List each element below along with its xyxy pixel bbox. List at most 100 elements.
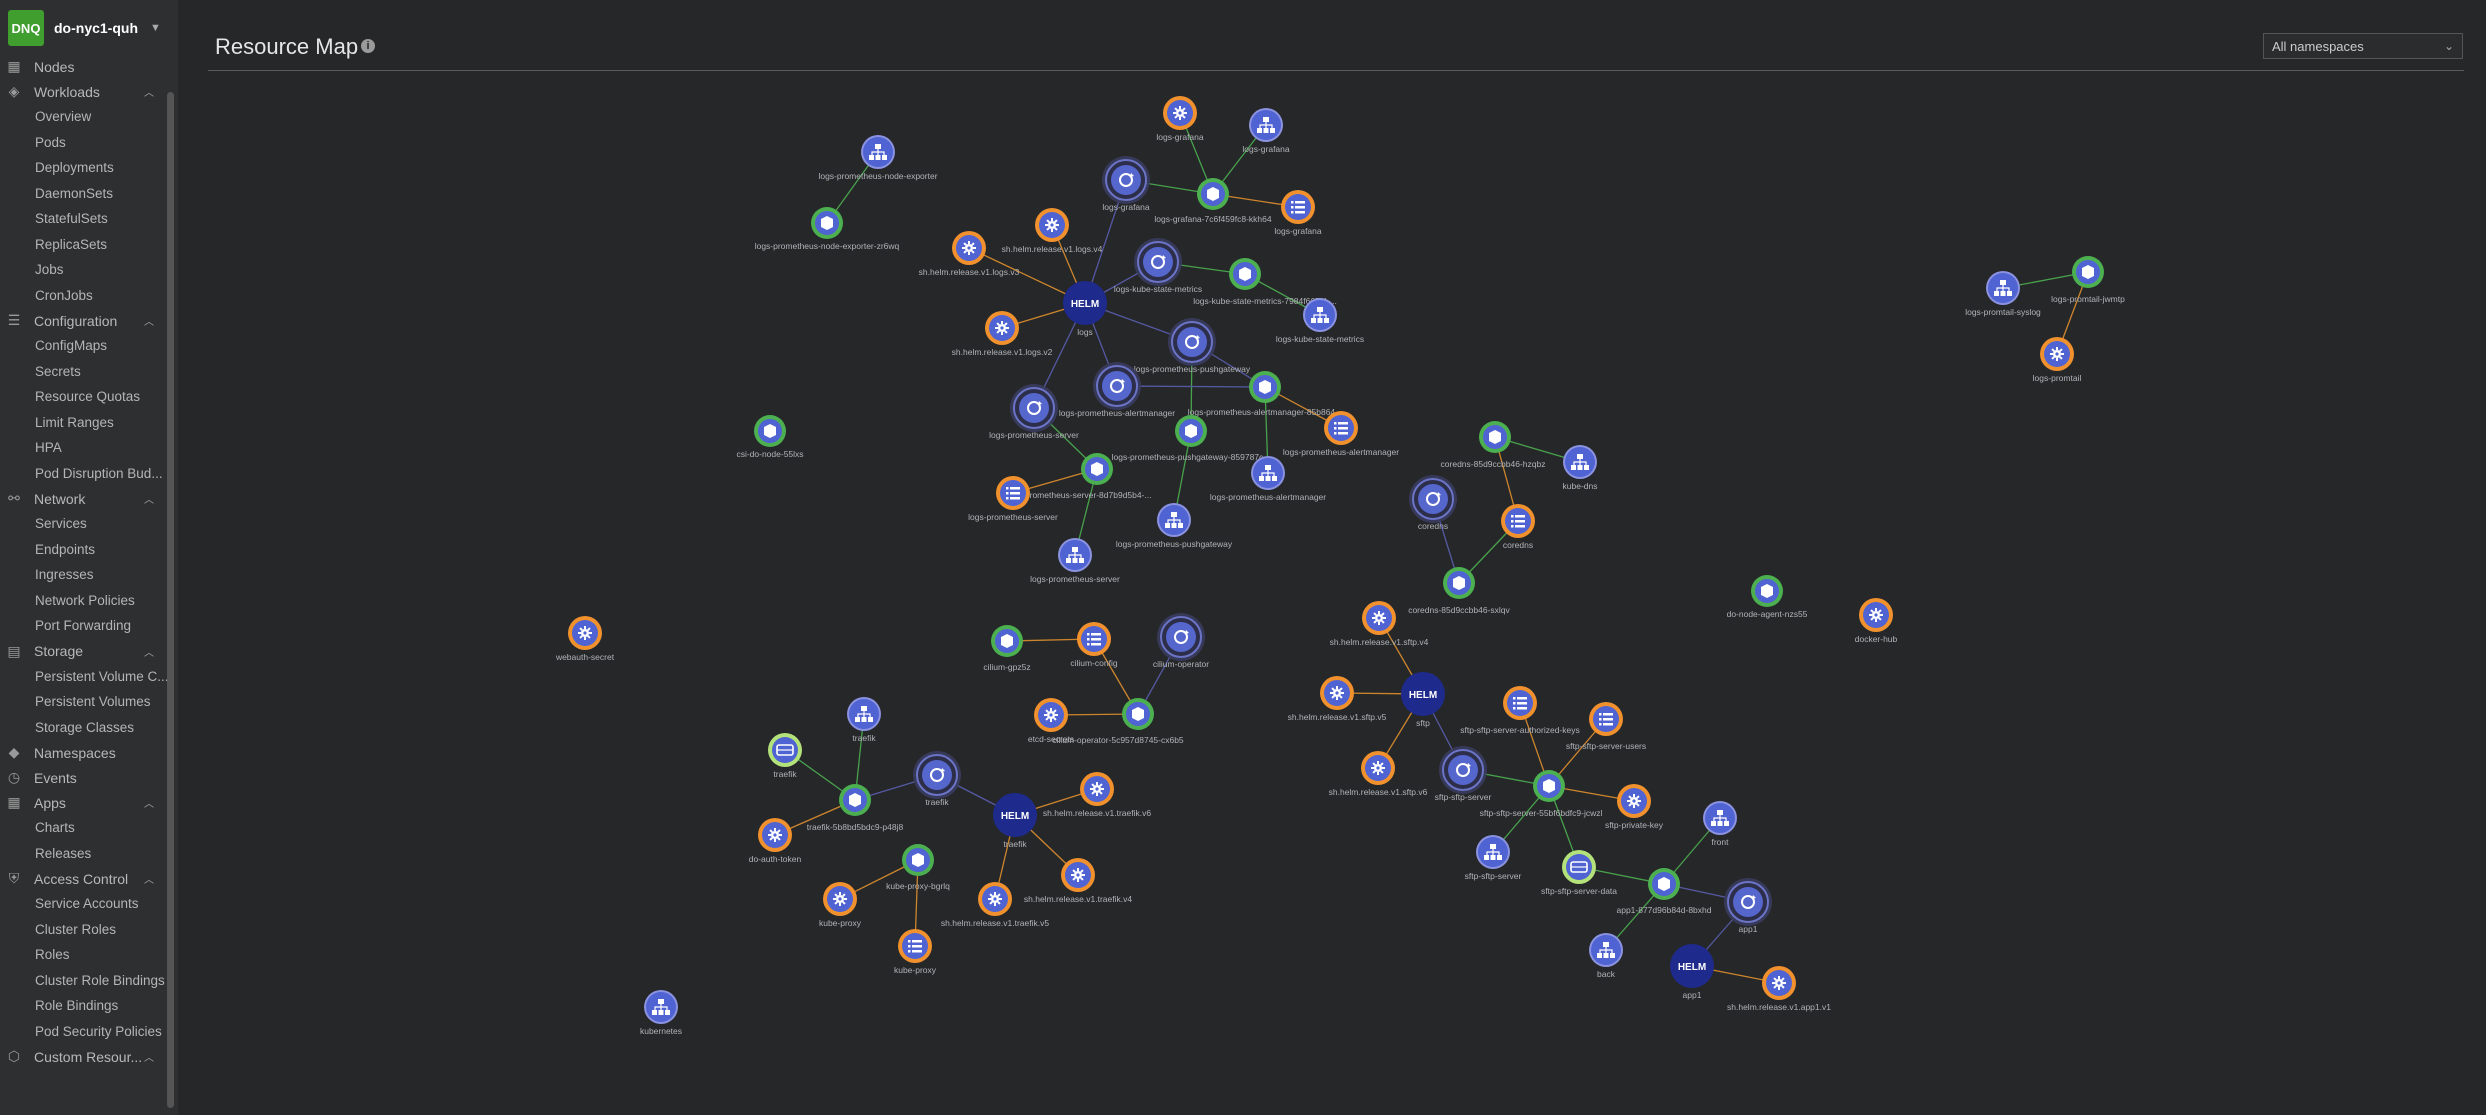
graph-node-configmap[interactable]: logs-prometheus-server (968, 476, 1058, 522)
graph-node-configmap[interactable]: sftp-sftp-server-authorized-keys (1460, 686, 1580, 735)
sidebar-group-apps[interactable]: ▦Apps︿ (0, 790, 178, 815)
graph-node-configmap[interactable]: cilium-config (1070, 622, 1118, 668)
graph-node-pod[interactable]: coredns-85d9ccbb46-hzqbz (1441, 421, 1546, 469)
sidebar-item-charts[interactable]: Charts (35, 820, 75, 836)
graph-node-service[interactable]: logs-prometheus-node-exporter (818, 135, 938, 181)
graph-node-secret[interactable]: kube-proxy (819, 882, 862, 928)
cluster-switcher[interactable]: DNQ do-nyc1-quh ▼ (0, 0, 178, 56)
graph-node-configmap[interactable]: sftp-sftp-server-users (1566, 702, 1646, 751)
graph-node-deployment[interactable]: logs-prometheus-alertmanager (1059, 362, 1175, 418)
sidebar-item-roles[interactable]: Roles (35, 947, 70, 963)
sidebar-item-replicasets[interactable]: ReplicaSets (35, 236, 108, 252)
graph-node-pod[interactable]: logs-promtail-jwmtp (2051, 256, 2125, 304)
sidebar-item-pod-disruption-bud[interactable]: Pod Disruption Bud... (35, 465, 163, 481)
graph-node-secret[interactable]: sh.helm.release.v1.logs.v2 (952, 311, 1053, 357)
sidebar-item-hpa[interactable]: HPA (35, 440, 62, 456)
sidebar-group-access-control[interactable]: ⛨Access Control︿ (0, 866, 178, 891)
graph-node-service[interactable]: kubernetes (640, 990, 682, 1036)
graph-node-secret[interactable]: sh.helm.release.v1.traefik.v6 (1043, 772, 1151, 818)
graph-node-pod[interactable]: traefik-5b8bd5bdc9-p48j8 (807, 784, 904, 832)
graph-node-pod[interactable]: logs-prometheus-alertmanager-85b864... (1188, 371, 1343, 417)
sidebar-item-pods[interactable]: Pods (35, 134, 66, 150)
sidebar-item-pod-security-policies[interactable]: Pod Security Policies (35, 1023, 162, 1039)
graph-node-pod[interactable]: sftp-sftp-server-55bf6bdfc9-jcwzl (1480, 770, 1603, 818)
sidebar-item-releases[interactable]: Releases (35, 845, 92, 861)
graph-node-secret[interactable]: webauth-secret (555, 616, 615, 662)
graph-node-service[interactable]: logs-promtail-syslog (1965, 271, 2041, 317)
graph-node-service[interactable]: logs-prometheus-pushgateway (1116, 503, 1233, 549)
graph-node-pvc[interactable]: sftp-sftp-server-data (1541, 850, 1617, 896)
sidebar-group-network[interactable]: ⚯Network︿ (0, 486, 178, 511)
graph-node-deployment[interactable]: sftp-sftp-server (1435, 746, 1492, 802)
sidebar-item-cluster-roles[interactable]: Cluster Roles (35, 921, 117, 937)
graph-node-secret[interactable]: logs-promtail (2033, 337, 2082, 383)
graph-node-pod[interactable]: do-node-agent-nzs55 (1727, 575, 1808, 619)
graph-node-secret[interactable]: logs-grafana (1156, 96, 1204, 142)
graph-node-pod[interactable]: logs-prometheus-node-exporter-zr6wq (755, 207, 900, 251)
sidebar-item-service-accounts[interactable]: Service Accounts (35, 896, 139, 912)
graph-node-pod[interactable]: logs-grafana-7c6f459fc8-kkh64 (1154, 178, 1272, 224)
sidebar-item-statefulsets[interactable]: StatefulSets (35, 211, 108, 227)
graph-node-service[interactable]: logs-grafana (1242, 108, 1290, 154)
sidebar-item-cronjobs[interactable]: CronJobs (35, 287, 93, 303)
graph-node-secret[interactable]: sh.helm.release.v1.logs.v4 (1002, 208, 1103, 254)
sidebar-group-workloads[interactable]: ◈Workloads︿ (0, 79, 178, 104)
graph-node-pod[interactable]: logs-prometheus-server-8d7b9d5b4-... (1006, 453, 1152, 500)
graph-node-deployment[interactable]: logs-grafana (1102, 156, 1150, 212)
sidebar-item-overview[interactable]: Overview (35, 109, 92, 125)
sidebar-group-custom-resour[interactable]: ⬡Custom Resour...︿ (0, 1044, 178, 1069)
sidebar-item-cluster-role-bindings[interactable]: Cluster Role Bindings (35, 972, 165, 988)
graph-node-deployment[interactable]: logs-prometheus-pushgateway (1134, 318, 1251, 374)
sidebar-item-configmaps[interactable]: ConfigMaps (35, 338, 108, 354)
graph-node-pod[interactable]: app1-877d96b84d-8bxhd (1616, 868, 1712, 915)
graph-node-secret[interactable]: sh.helm.release.v1.sftp.v5 (1288, 676, 1387, 722)
graph-node-secret[interactable]: sftp-private-key (1605, 784, 1664, 830)
sidebar-scrollbar[interactable] (167, 92, 174, 1108)
sidebar-item-limit-ranges[interactable]: Limit Ranges (35, 414, 114, 430)
sidebar-group-namespaces[interactable]: ◆Namespaces (0, 740, 178, 765)
graph-node-pod[interactable]: kube-proxy-bgrlq (886, 844, 950, 891)
graph-node-service[interactable]: traefik (847, 697, 881, 743)
graph-node-deployment[interactable]: cilium-operator (1153, 613, 1209, 669)
graph-node-service[interactable]: logs-prometheus-server (1030, 538, 1120, 584)
graph-node-deployment[interactable]: logs-kube-state-metrics (1114, 238, 1202, 294)
sidebar-item-role-bindings[interactable]: Role Bindings (35, 998, 119, 1014)
sidebar-item-persistent-volume-c[interactable]: Persistent Volume C... (35, 668, 169, 684)
graph-node-pod[interactable]: coredns-85d9ccbb46-sxlqv (1408, 567, 1511, 615)
sidebar-item-daemonsets[interactable]: DaemonSets (35, 185, 114, 201)
sidebar-item-secrets[interactable]: Secrets (35, 363, 81, 379)
sidebar-item-deployments[interactable]: Deployments (35, 160, 114, 176)
sidebar-group-storage[interactable]: ▤Storage︿ (0, 639, 178, 664)
graph-node-configmap[interactable]: coredns (1501, 504, 1535, 550)
sidebar-item-services[interactable]: Services (35, 516, 87, 532)
graph-node-deployment[interactable]: coredns (1409, 475, 1457, 531)
graph-node-pod[interactable]: cilium-operator-5c957d8745-cx6b5 (1052, 698, 1184, 745)
graph-node-service[interactable]: front (1703, 801, 1737, 847)
graph-node-secret[interactable]: do-auth-token (749, 818, 802, 864)
graph-node-deployment[interactable]: traefik (913, 751, 961, 807)
graph-node-secret[interactable]: etcd-secrets (1028, 698, 1074, 744)
graph-node-pvc[interactable]: traefik (768, 733, 802, 779)
graph-node-service[interactable]: sftp-sftp-server (1465, 835, 1522, 881)
sidebar-group-events[interactable]: ◷Events (0, 765, 178, 790)
info-icon[interactable]: i (361, 39, 375, 53)
graph-node-secret[interactable]: sh.helm.release.v1.traefik.v5 (941, 882, 1049, 928)
graph-node-secret[interactable]: sh.helm.release.v1.sftp.v6 (1329, 751, 1428, 797)
sidebar-item-network-policies[interactable]: Network Policies (35, 592, 135, 608)
graph-node-configmap[interactable]: logs-prometheus-alertmanager (1283, 411, 1399, 457)
graph-node-secret[interactable]: sh.helm.release.v1.traefik.v4 (1024, 858, 1132, 904)
graph-node-service[interactable]: logs-kube-state-metrics (1276, 298, 1364, 344)
graph-node-configmap[interactable]: kube-proxy (894, 929, 937, 975)
graph-node-pod[interactable]: logs-kube-state-metrics-7984f667f4-... (1193, 258, 1337, 306)
graph-node-configmap[interactable]: logs-grafana (1274, 190, 1322, 236)
graph-node-secret[interactable]: sh.helm.release.v1.app1.v1 (1727, 966, 1831, 1012)
sidebar-item-port-forwarding[interactable]: Port Forwarding (35, 618, 132, 634)
graph-node-service[interactable]: kube-dns (1563, 445, 1598, 491)
graph-node-pod[interactable]: cilium-gpz5z (983, 625, 1031, 672)
sidebar-item-resource-quotas[interactable]: Resource Quotas (35, 389, 141, 405)
graph-node-secret[interactable]: docker-hub (1855, 598, 1898, 644)
